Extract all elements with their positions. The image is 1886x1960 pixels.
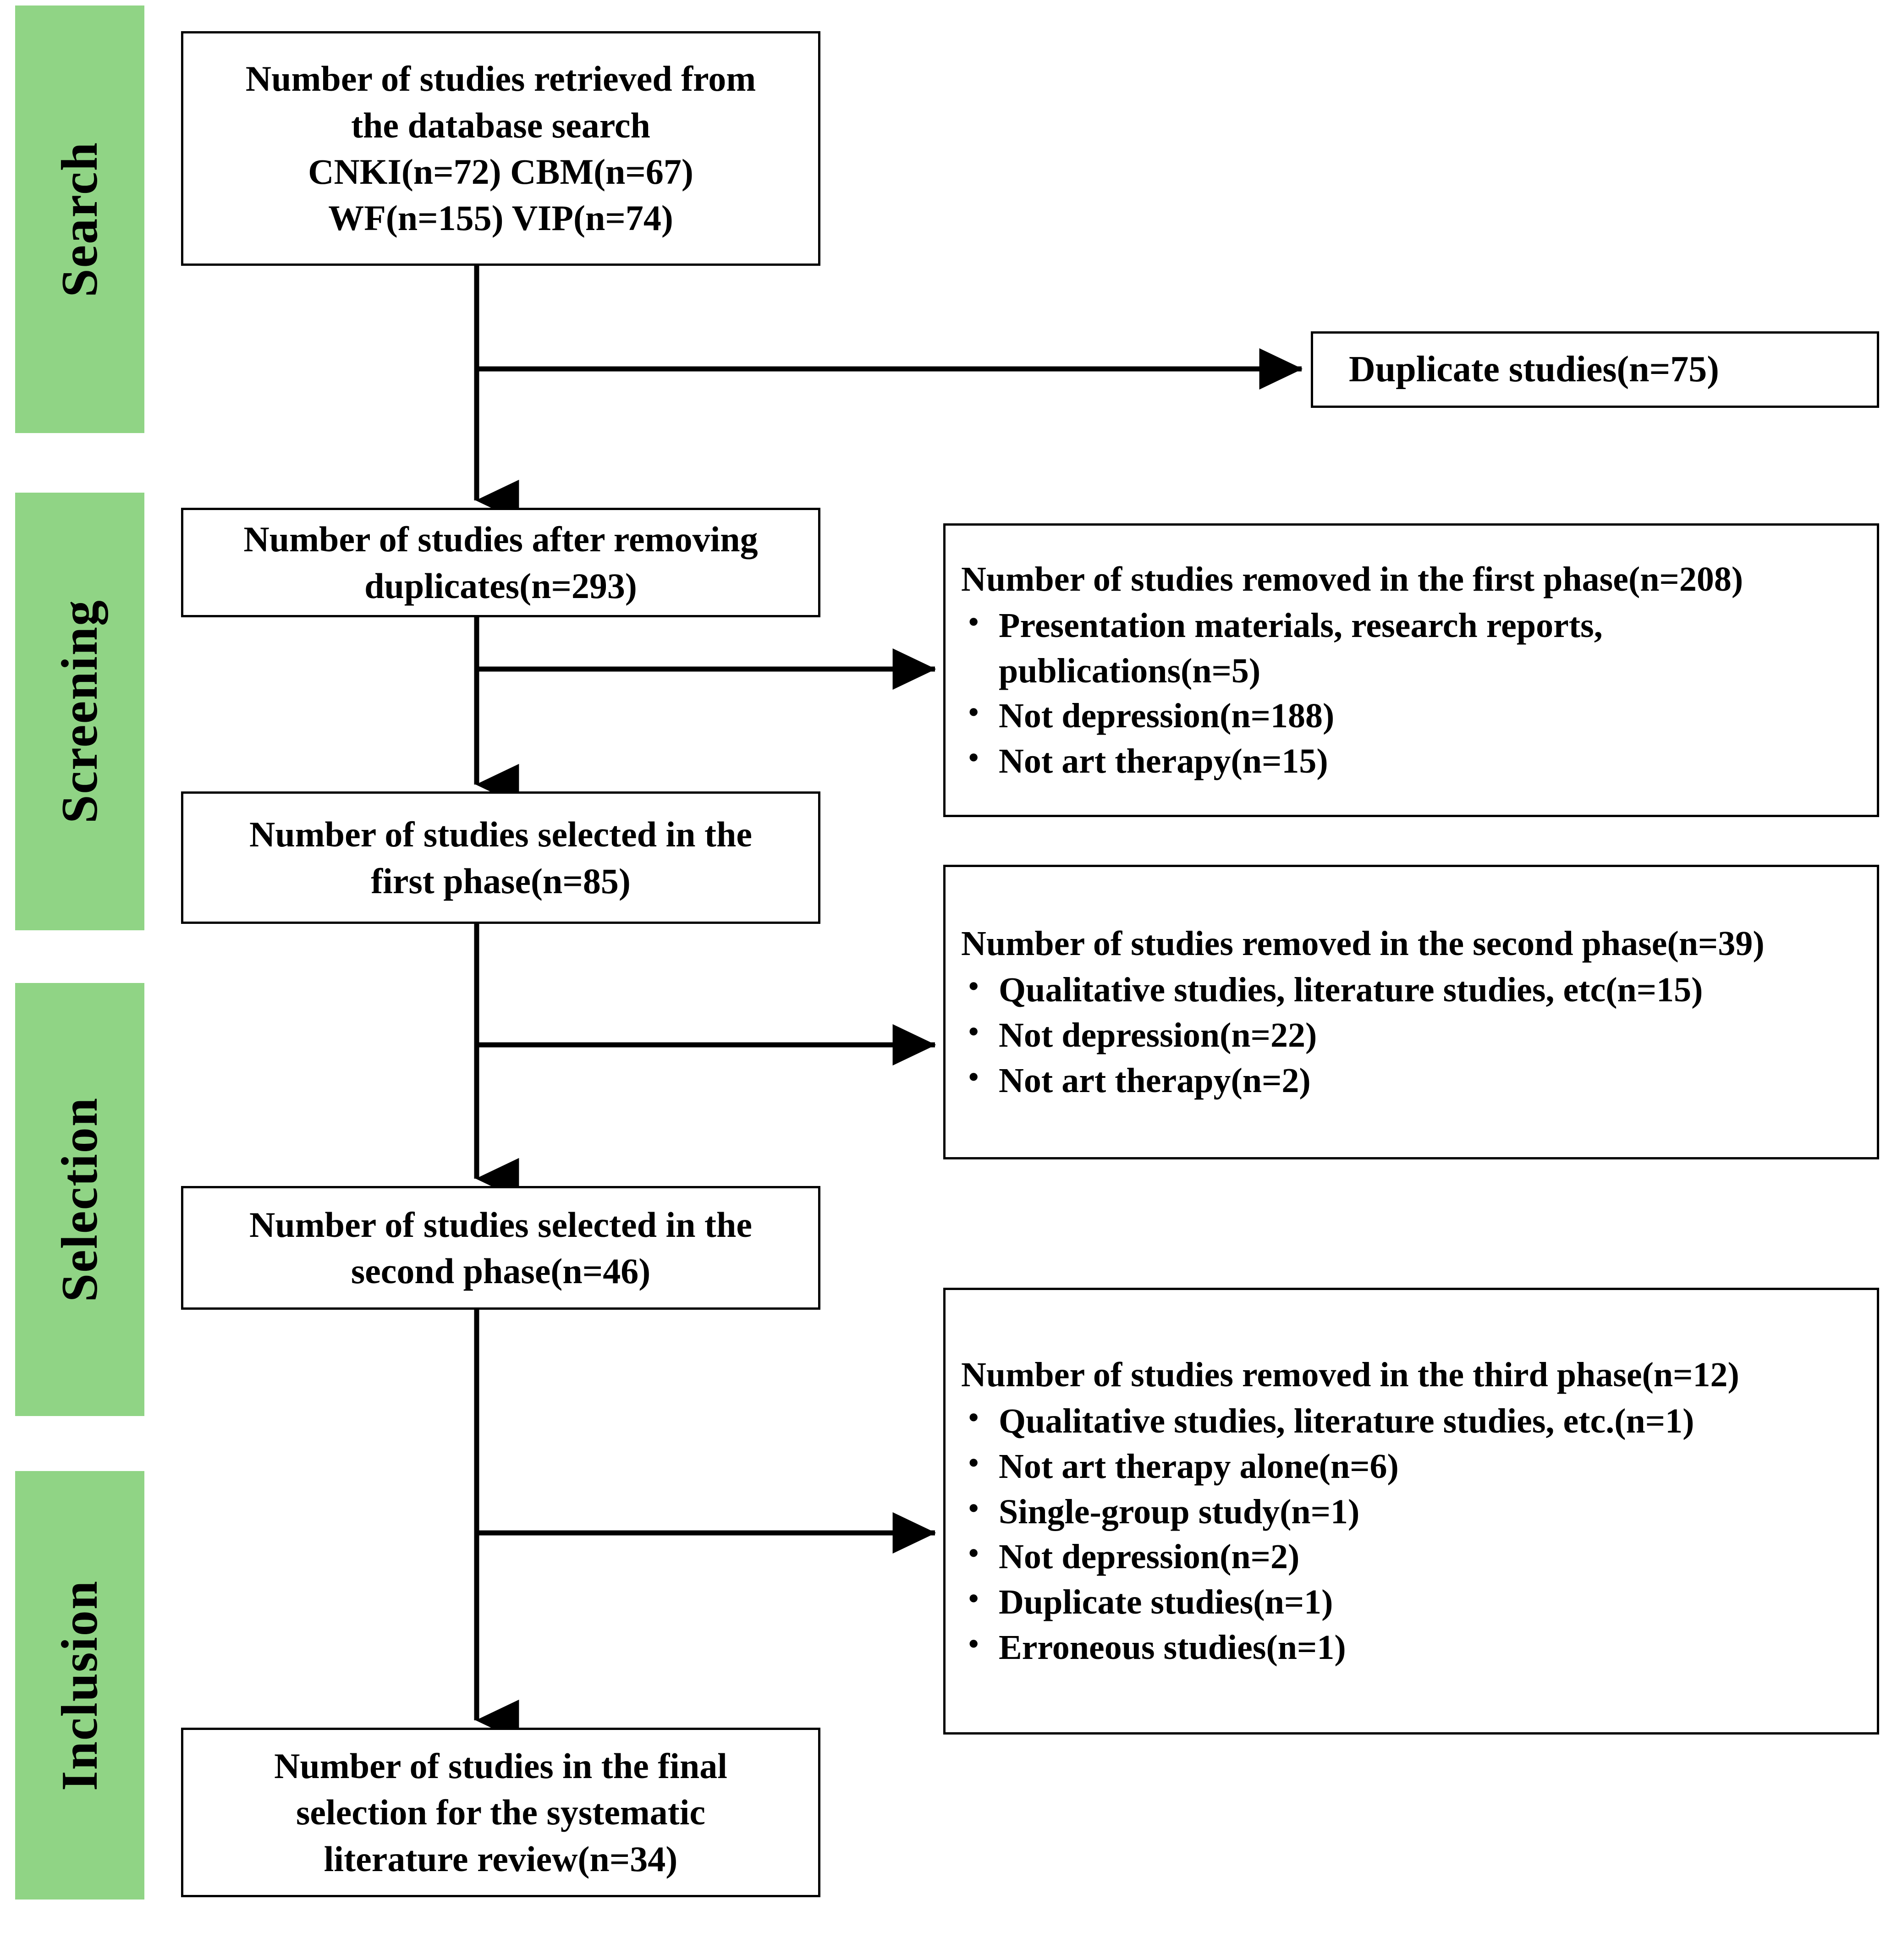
list-item: Presentation materials, research reports… xyxy=(961,601,1863,694)
removed-third-heading: Number of studies removed in the third p… xyxy=(961,1356,1739,1395)
node-removed-second-phase: Number of studies removed in the second … xyxy=(943,865,1879,1159)
list-item: Single-group study(n=1) xyxy=(961,1488,1863,1535)
stage-label-search: Search xyxy=(51,141,108,297)
stage-label-selection: Selection xyxy=(51,1097,108,1302)
node-selected-second-line-1: Number of studies selected in the xyxy=(249,1204,752,1245)
stage-bar-inclusion: Inclusion xyxy=(15,1471,144,1900)
list-item: Qualitative studies, literature studies,… xyxy=(961,1397,1863,1444)
stage-bar-screening: Screening xyxy=(15,493,144,930)
removed-second-list: Qualitative studies, literature studies,… xyxy=(961,966,1863,1104)
node-selected-second-phase: Number of studies selected in the second… xyxy=(181,1186,820,1310)
list-item: Qualitative studies, literature studies,… xyxy=(961,966,1863,1013)
node-selected-first-phase: Number of studies selected in the first … xyxy=(181,791,820,924)
duplicate-studies-label: Duplicate studies(n=75) xyxy=(1349,349,1719,390)
list-item: Duplicate studies(n=1) xyxy=(961,1578,1863,1625)
node-final-selection: Number of studies in the final selection… xyxy=(181,1728,820,1897)
stage-bar-search: Search xyxy=(15,5,144,433)
node-selected-first-line-1: Number of studies selected in the xyxy=(249,814,752,855)
node-after-removing-duplicates: Number of studies after removing duplica… xyxy=(181,508,820,617)
node-retrieved-line-1: Number of studies retrieved from xyxy=(245,59,756,99)
node-removed-third-phase: Number of studies removed in the third p… xyxy=(943,1288,1879,1735)
stage-label-inclusion: Inclusion xyxy=(51,1580,108,1791)
node-retrieved-line-2: the database search xyxy=(351,105,650,145)
node-final-line-1: Number of studies in the final xyxy=(274,1746,727,1786)
stage-label-screening: Screening xyxy=(51,599,108,824)
removed-second-heading: Number of studies removed in the second … xyxy=(961,924,1765,963)
removed-first-heading: Number of studies removed in the first p… xyxy=(961,560,1743,598)
list-item: Not art therapy(n=15) xyxy=(961,737,1863,784)
node-studies-retrieved: Number of studies retrieved from the dat… xyxy=(181,31,820,266)
list-item: Not art therapy(n=2) xyxy=(961,1056,1863,1104)
node-selected-second-line-2: second phase(n=46) xyxy=(351,1251,651,1291)
node-selected-first-line-2: first phase(n=85) xyxy=(371,861,631,901)
list-item: Not art therapy alone(n=6) xyxy=(961,1442,1863,1489)
list-item: Not depression(n=188) xyxy=(961,692,1863,739)
list-item: Not depression(n=22) xyxy=(961,1011,1863,1058)
node-after-duplicates-line-2: duplicates(n=293) xyxy=(364,565,637,606)
list-item: Erroneous studies(n=1) xyxy=(961,1623,1863,1670)
removed-first-list: Presentation materials, research reports… xyxy=(961,601,1863,784)
node-final-line-2: selection for the systematic xyxy=(296,1792,706,1833)
node-removed-first-phase: Number of studies removed in the first p… xyxy=(943,523,1879,817)
node-retrieved-line-4: WF(n=155) VIP(n=74) xyxy=(328,198,673,238)
node-retrieved-line-3: CNKI(n=72) CBM(n=67) xyxy=(308,152,693,192)
node-final-line-3: literature review(n=34) xyxy=(324,1839,678,1879)
node-duplicate-studies: Duplicate studies(n=75) xyxy=(1311,331,1879,408)
list-item: Not depression(n=2) xyxy=(961,1532,1863,1580)
node-after-duplicates-line-1: Number of studies after removing xyxy=(243,519,758,560)
stage-bar-selection: Selection xyxy=(15,983,144,1416)
removed-third-list: Qualitative studies, literature studies,… xyxy=(961,1397,1863,1670)
